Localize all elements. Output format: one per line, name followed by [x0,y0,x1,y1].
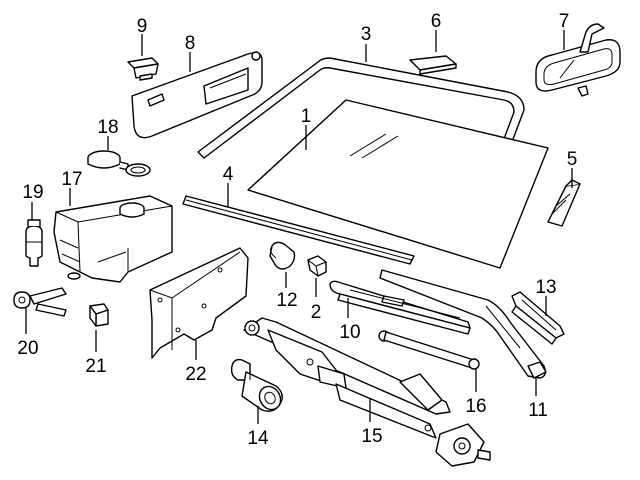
sun-visor [131,51,263,139]
callout-19: 19 [22,182,43,203]
callout-4: 4 [223,164,234,185]
cap [269,241,296,270]
washer-reservoir [53,195,173,283]
callout-9: 9 [137,16,148,37]
rearview-mirror [535,23,621,97]
leader-lines [25,30,573,424]
callout-5: 5 [567,149,578,170]
callout-20: 20 [17,338,38,359]
callout-13: 13 [535,277,556,298]
windshield-glass [247,99,549,269]
connecting-rod [378,330,480,370]
wiper-arm [379,269,547,379]
callout-18: 18 [97,117,118,138]
washer-nozzle [13,287,67,317]
callout-22: 22 [185,364,206,385]
reservoir-bracket [149,247,249,359]
wiper-motor [230,358,283,412]
callout-numbers: 1 2 3 4 5 6 7 8 9 10 11 12 13 14 15 16 1… [17,11,577,449]
cowl-strip [182,195,415,265]
wiper-linkage [243,317,491,467]
callout-6: 6 [431,11,442,32]
callout-7: 7 [559,11,570,32]
callout-21: 21 [85,356,106,377]
callout-14: 14 [247,428,269,449]
washer-pump [25,219,43,267]
arm-cover [511,291,565,345]
connector [307,255,327,277]
callout-2: 2 [311,302,322,323]
callout-17: 17 [61,169,82,190]
callout-16: 16 [465,396,486,417]
callout-8: 8 [185,33,196,54]
callout-10: 10 [339,322,360,343]
callout-12: 12 [276,290,297,311]
bracket [547,179,581,227]
callout-1: 1 [301,106,312,127]
callout-3: 3 [361,24,372,45]
mirror-cover [409,55,457,75]
callout-11: 11 [528,400,548,421]
callout-15: 15 [361,426,382,447]
visor-clip [127,57,159,81]
reservoir-cap [87,150,151,177]
clip [89,303,109,327]
wiper-blade [329,280,471,335]
